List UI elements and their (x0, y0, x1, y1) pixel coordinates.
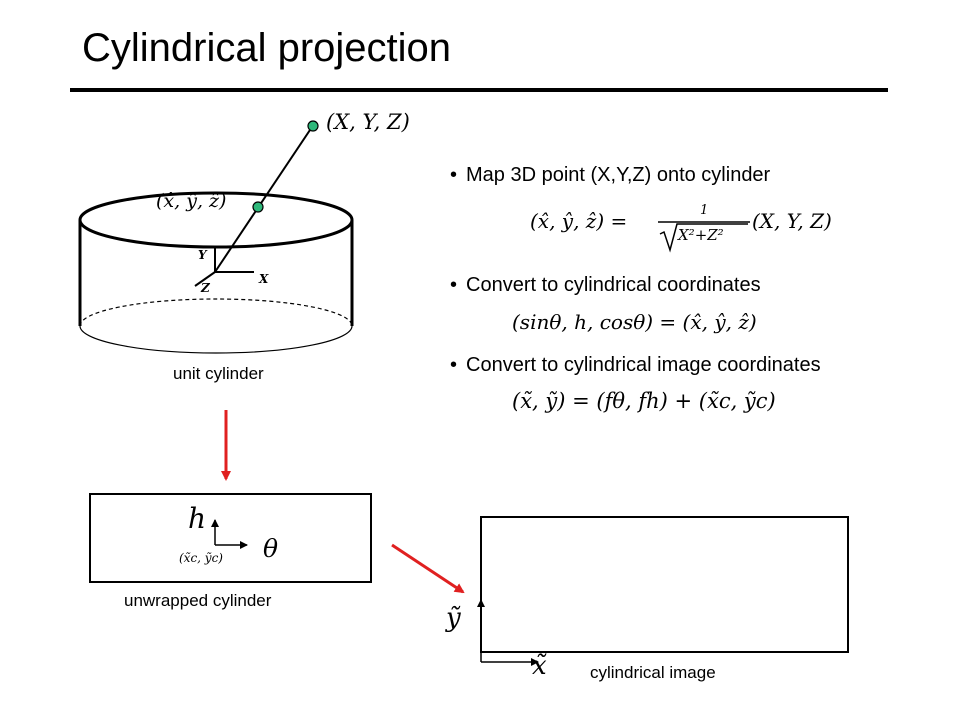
image-y-label: ỹ (446, 603, 461, 633)
unit-cylinder-caption: unit cylinder (173, 364, 264, 383)
axes-3d (194, 247, 254, 287)
equation-projection-lhs: (x̂, ŷ, ẑ) = (530, 209, 628, 233)
axis-x-label: X (259, 272, 269, 286)
bullet-text: Convert to cylindrical coordinates (466, 274, 761, 296)
bullet-cylindrical-coords: • Convert to cylindrical coordinates (450, 274, 761, 297)
cylindrical-image-caption: cylindrical image (590, 663, 716, 682)
unwrapped-h-label: h (188, 502, 207, 535)
unwrapped-theta-label: θ (263, 534, 279, 563)
bullet-image-coords: • Convert to cylindrical image coordinate… (450, 354, 821, 377)
bullet-text: Convert to cylindrical image coordinates (466, 354, 821, 376)
bullet-text: Map 3D point (X,Y,Z) onto cylinder (466, 164, 771, 186)
point-on-cylinder-marker (252, 201, 264, 213)
bullet-dot: • (450, 164, 458, 186)
unwrapped-cylinder-box (89, 493, 372, 583)
slide-title: Cylindrical projection (82, 26, 452, 70)
axis-z-label: Z (201, 281, 210, 295)
image-x-label: x̃ (532, 651, 547, 681)
axis-y-label: Y (198, 248, 207, 262)
equation-projection-denominator: X²+Z² (678, 226, 724, 244)
cylindrical-image-box (480, 516, 849, 653)
point-3d-label: (X, Y, Z) (326, 110, 410, 134)
bullet-map-3d-point: • Map 3D point (X,Y,Z) onto cylinder (450, 164, 770, 187)
equation-cylindrical: (sinθ, h, cosθ) = (x̂, ŷ, ẑ) (512, 310, 757, 334)
axis-z-line (194, 271, 216, 287)
equation-projection-numerator: 1 (700, 203, 709, 218)
bullet-dot: • (450, 354, 458, 376)
unwrapped-cylinder-caption: unwrapped cylinder (124, 591, 272, 610)
cylinder-bottom-front (79, 325, 353, 354)
diagonal-arrow (391, 543, 465, 594)
equation-image: (x̃, ỹ) = (fθ, fh) + (x̃c, ỹc) (512, 389, 776, 413)
equation-projection-rhs: (X, Y, Z) (752, 209, 832, 233)
unwrapped-center-label: (x̃c, ỹc) (179, 551, 223, 565)
bullet-dot: • (450, 274, 458, 296)
point-3d-marker (307, 120, 319, 132)
title-divider (70, 88, 888, 92)
projection-ray (214, 126, 313, 273)
sqrt-sign (659, 223, 748, 253)
cylinder-bottom-back (79, 298, 353, 327)
point-on-cylinder-label: (x̂, ŷ, ẑ) (156, 190, 227, 212)
